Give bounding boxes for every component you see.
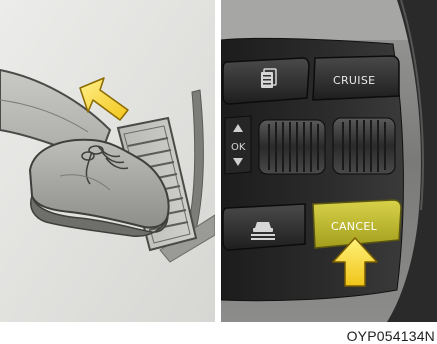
cancel-label: CANCEL xyxy=(331,220,378,233)
mode-button[interactable] xyxy=(223,58,309,104)
ok-label: OK xyxy=(231,142,246,153)
figure-code: OYP054134N xyxy=(347,328,435,344)
ok-toggle[interactable]: OK xyxy=(225,116,251,174)
distance-button[interactable] xyxy=(223,204,305,250)
cruise-switch-illustration: CRUISE OK xyxy=(221,0,437,322)
scroll-wheel-right[interactable] xyxy=(333,118,395,174)
scroll-wheel-left[interactable] xyxy=(259,120,325,174)
cruise-label: CRUISE xyxy=(333,74,375,87)
brake-pedal-illustration xyxy=(0,0,215,322)
cruise-button[interactable]: CRUISE xyxy=(313,56,399,100)
